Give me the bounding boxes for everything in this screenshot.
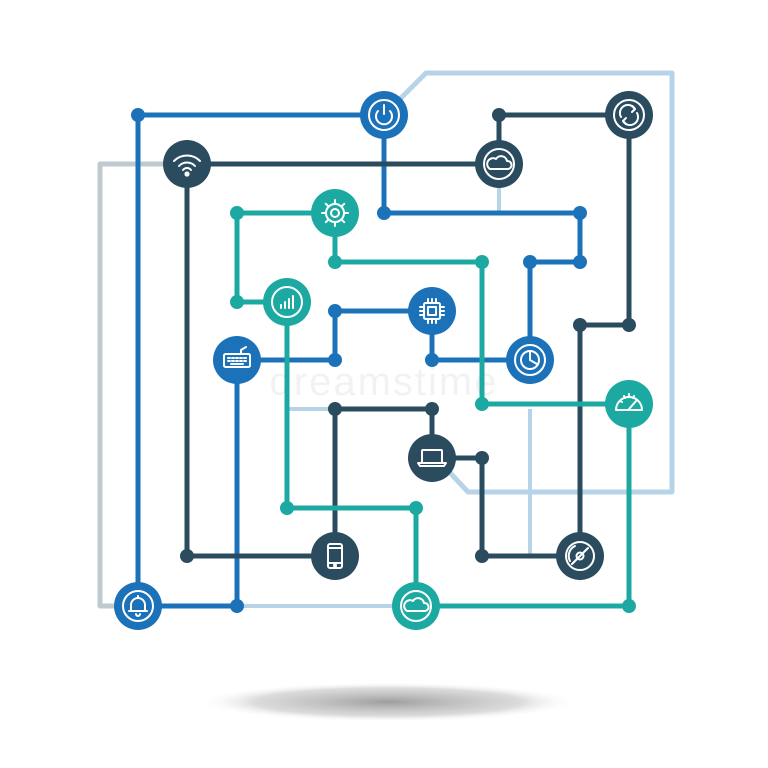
smartphone-icon [327,543,343,569]
laptop-node[interactable] [408,434,456,482]
junction-dot [230,599,244,613]
wire-navy-refresh-down [577,112,632,559]
keyboard-node[interactable] [213,336,261,384]
wifi-node[interactable] [163,140,211,188]
wire-navy-laptop [429,455,583,559]
junction-dot [622,318,636,332]
wifi-icon [173,154,201,177]
gear-node[interactable] [311,189,359,237]
chip-icon [419,298,445,324]
junction-dot [180,549,194,563]
junction-dot [622,599,636,613]
junction-dot [377,206,391,220]
disc-icon [565,541,595,571]
floor-shadow [198,682,578,722]
junction-dot [492,108,506,122]
power-node[interactable] [360,91,408,139]
icon-nodes [114,91,653,630]
junction-dot [328,255,342,269]
chart-node[interactable] [506,336,554,384]
refresh-icon [613,99,645,131]
junction-dot [328,353,342,367]
wire-blue-power [381,112,583,363]
junction-dot [328,304,342,318]
junction-dot [230,295,244,309]
wire-blue-keyboard [234,308,435,363]
junction-dots [131,108,636,613]
wires [135,112,632,609]
light-gray-frame [97,161,187,609]
wire-navy-phone [332,406,435,559]
junction-dot [573,206,587,220]
junction-dot [280,501,294,515]
junction-dot [573,318,587,332]
wire-teal-gauge-down [413,401,632,609]
junction-dot [409,501,423,515]
junction-dot [573,255,587,269]
junction-dot [328,402,342,416]
junction-dot [475,549,489,563]
gauge-node[interactable] [605,380,653,428]
junction-dot [475,255,489,269]
power-icon [368,99,400,131]
junction-dot [425,402,439,416]
refresh-node[interactable] [605,91,653,139]
pie-chart-icon [514,344,546,376]
junction-dot [425,353,439,367]
bell-icon [122,590,154,622]
cloud-bottom-node[interactable] [392,582,440,630]
phone-node[interactable] [311,532,359,580]
junction-dot [230,206,244,220]
laptop-icon [417,449,447,467]
gear-icon [321,199,349,227]
junction-dot [523,255,537,269]
chip-node[interactable] [408,287,456,335]
cloud-icon [483,148,515,180]
wire-teal-signal [284,299,419,609]
wire-teal-gear [234,210,338,305]
junction-dot [475,451,489,465]
light-blue-frame [382,70,675,495]
cloud-top-node[interactable] [475,140,523,188]
junction-dot [131,108,145,122]
bell-node[interactable] [114,582,162,630]
speedometer-icon [615,393,643,411]
cloud-icon [400,590,432,622]
signal-node[interactable] [263,278,311,326]
keyboard-icon [223,346,251,368]
disc-node[interactable] [556,532,604,580]
junction-dot [475,397,489,411]
signal-bars-icon [271,286,303,318]
